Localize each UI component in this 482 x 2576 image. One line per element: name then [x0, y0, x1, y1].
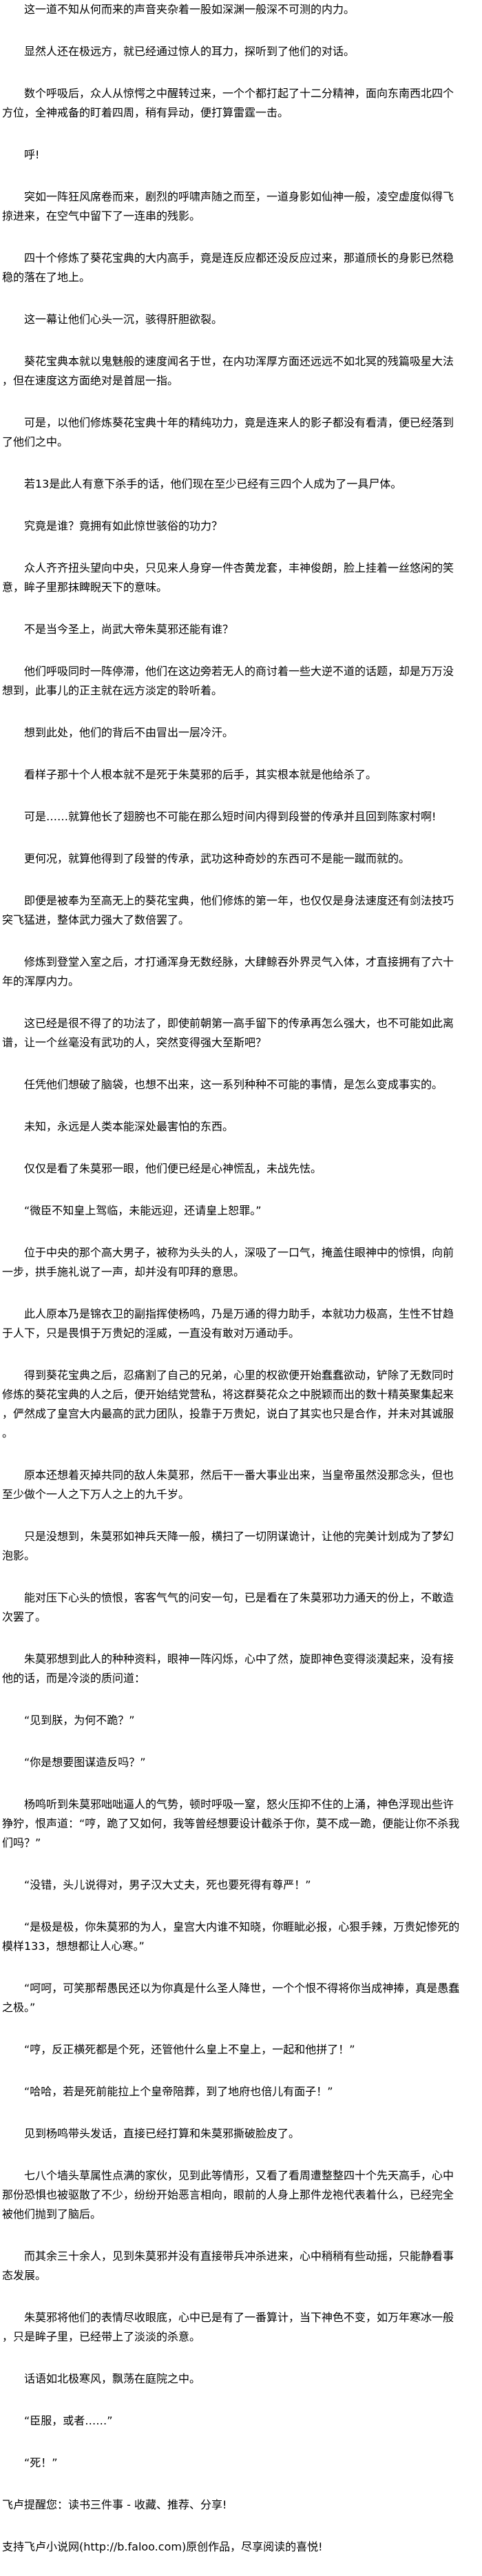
paragraph: 众人齐齐扭头望向中央，只见来人身穿一件杏黄龙套，丰神俊朗，脸上挂着一丝悠闲的笑意… — [2, 561, 454, 594]
paragraph: 想到此处，他们的背后不由冒出一层冷汗。 — [24, 726, 234, 739]
paragraph: 未知，永远是人类本能深处最害怕的东西。 — [24, 1120, 234, 1133]
paragraph: 更何况，就算他得到了段誉的传承，武功这种奇妙的东西可不是能一蹴而就的。 — [24, 852, 410, 865]
paragraph: “是极是极，你朱莫邪的为人，皇宫大内谁不知晓，你睚眦必报，心狠手辣，万贵妃惨死的… — [2, 1920, 460, 1953]
paragraph: “哼，反正横死都是个死，还管他什么皇上不皇上，一起和他拼了！” — [24, 2043, 355, 2056]
paragraph: “哈哈，若是死前能拉上个皇帝陪葬，到了地府也倍儿有面子！” — [24, 2085, 333, 2098]
paragraph: 他们呼吸同时一阵停滞，他们在这边旁若无人的商讨着一些大逆不道的话题，却是万万没想… — [2, 665, 454, 697]
paragraph: 仅仅是看了朱莫邪一眼，他们便已经是心神慌乱，未战先怯。 — [24, 1162, 322, 1175]
paragraph: 这一幕让他们心头一沉，骇得肝胆欲裂。 — [24, 313, 223, 326]
paragraph: “呵呵，可笑那帮愚民还以为你真是什么圣人降世，一个个恨不得将你当成神捧，真是愚蠢… — [2, 1982, 460, 2014]
paragraph: 修炼到登堂入室之后，才打通浑身无数经脉，大肆鲸吞外界灵气入体，才直接拥有了六十年… — [2, 955, 454, 988]
paragraph: “没错，头儿说得对，男子汉大丈夫，死也要死得有尊严！” — [24, 1878, 311, 1891]
paragraph: “死！” — [24, 2456, 58, 2469]
paragraph: 七八个墙头草属性点满的家伙，见到此等情形，又看了看周遭整整四十个先天高手，心中那… — [2, 2169, 454, 2221]
paragraph: “微臣不知皇上驾临，未能远迎，还请皇上恕罪。” — [24, 1204, 262, 1217]
paragraph: 即便是被奉为至高无上的葵花宝典，他们修炼的第一年，也仅仅是身法速度还有剑法技巧突… — [2, 894, 454, 926]
paragraph: 突如一阵狂风席卷而来，剧烈的呼啸声随之而至，一道身影如仙神一般，凌空虚度似得飞掠… — [2, 190, 454, 222]
paragraph: 原本还想着灭掉共同的敌人朱莫邪，然后干一番大事业出来，当皇帝虽然没那念头，但也至… — [2, 1468, 454, 1501]
paragraph: 朱莫邪想到此人的种种资料，眼神一阵闪烁，心中了然，旋即神色变得淡漠起来，没有接他… — [2, 1652, 454, 1685]
paragraph: 见到杨鸣带头发话，直接已经打算和朱莫邪撕破脸皮了。 — [24, 2127, 300, 2140]
paragraph: 显然人还在极远方，就已经通过惊人的耳力，探听到了他们的对话。 — [24, 45, 355, 58]
paragraph: 朱莫邪将他们的表情尽收眼底，心中已是有了一番算计，当下神色不变，如万年寒冰一般，… — [2, 2311, 454, 2343]
paragraph: 能对压下心头的愤恨，客客气气的问安一句，已是看在了朱莫邪功力通天的份上，不敢造次… — [2, 1591, 454, 1623]
paragraph: 数个呼吸后，众人从惊愕之中醒转过来，一个个都打起了十二分精神，面向东南西北四个方… — [2, 87, 454, 119]
paragraph: 此人原本乃是锦衣卫的副指挥使杨鸣，乃是万通的得力助手，本就功力极高，生性不甘趋于… — [2, 1307, 454, 1340]
paragraph: 得到葵花宝典之后，忍痛割了自己的兄弟，心里的权欲便开始蠢蠢欲动，铲除了无数同时修… — [2, 1369, 454, 1440]
paragraph: 可是……就算他长了翅膀也不可能在那么短时间内得到段誉的传承并且回到陈家村啊! — [24, 810, 437, 823]
paragraph: 究竟是谁？竟拥有如此惊世骇俗的功力？ — [24, 519, 223, 532]
paragraph: 看样子那十个人根本就不是死于朱莫邪的后手，其实根本就是他给杀了。 — [24, 768, 377, 781]
paragraph: 任凭他们想破了脑袋，也想不出来，这一系列种种不可能的事情，是怎么变成事实的。 — [24, 1078, 443, 1091]
paragraph: 四十个修炼了葵花宝典的大内高手，竟是连反应都还没反应过来，那道颀长的身影已然稳稳… — [2, 251, 454, 284]
paragraph: 这已经是很不得了的功法了，即使前朝第一高手留下的传承再怎么强大，也不可能如此离谱… — [2, 1017, 454, 1049]
paragraph: “你是想要图谋造反吗？” — [24, 1756, 146, 1769]
chapter-text: 这一道不知从何而来的声音夹杂着一股如深渊一般深不可测的内力。 显然人还在极远方，… — [2, 3, 460, 2553]
paragraph: 话语如北极寒风，飘荡在庭院之中。 — [24, 2372, 201, 2385]
paragraph: “见到朕，为何不跪？” — [24, 1714, 135, 1727]
paragraph: 而其余三十余人，见到朱莫邪并没有直接带兵冲杀进来，心中稍稍有些动摇，只能静看事态… — [2, 2250, 454, 2282]
paragraph: 只是没想到，朱莫邪如神兵天降一般，横扫了一切阴谋诡计，让他的完美计划成为了梦幻泡… — [2, 1530, 454, 1562]
footer-reminder: 飞卢提醒您：读书三件事 - 收藏、推荐、分享! — [2, 2498, 227, 2511]
paragraph: 杨鸣听到朱莫邪咄咄逼人的气势，顿时呼吸一窒，怒火压抑不住的上涌，神色浮现出些许狰… — [2, 1798, 460, 1849]
paragraph: 不是当今圣上，尚武大帝朱莫邪还能有谁？ — [24, 623, 234, 636]
paragraph: 这一道不知从何而来的声音夹杂着一股如深渊一般深不可测的内力。 — [24, 3, 355, 16]
paragraph: 可是，以他们修炼葵花宝典十年的精纯功力，竟是连来人的影子都没有看清，便已经落到了… — [2, 416, 454, 448]
paragraph: 位于中央的那个高大男子，被称为头头的人，深吸了一口气，掩盖住眼神中的惊惧，向前一… — [2, 1246, 454, 1278]
paragraph: “臣服，或者……” — [24, 2414, 113, 2427]
paragraph: 呼! — [24, 148, 40, 161]
paragraph: 若13是此人有意下杀手的话，他们现在至少已经有三四个人成为了一具尸体。 — [24, 477, 402, 490]
paragraph: 葵花宝典本就以鬼魅般的速度闻名于世，在内功浑厚方面还远远不如北冥的残篇吸星大法，… — [2, 355, 454, 387]
footer-support-notice: 支持飞卢小说网(http://b.faloo.com)原创作品，尽享阅读的喜悦! — [2, 2540, 323, 2553]
